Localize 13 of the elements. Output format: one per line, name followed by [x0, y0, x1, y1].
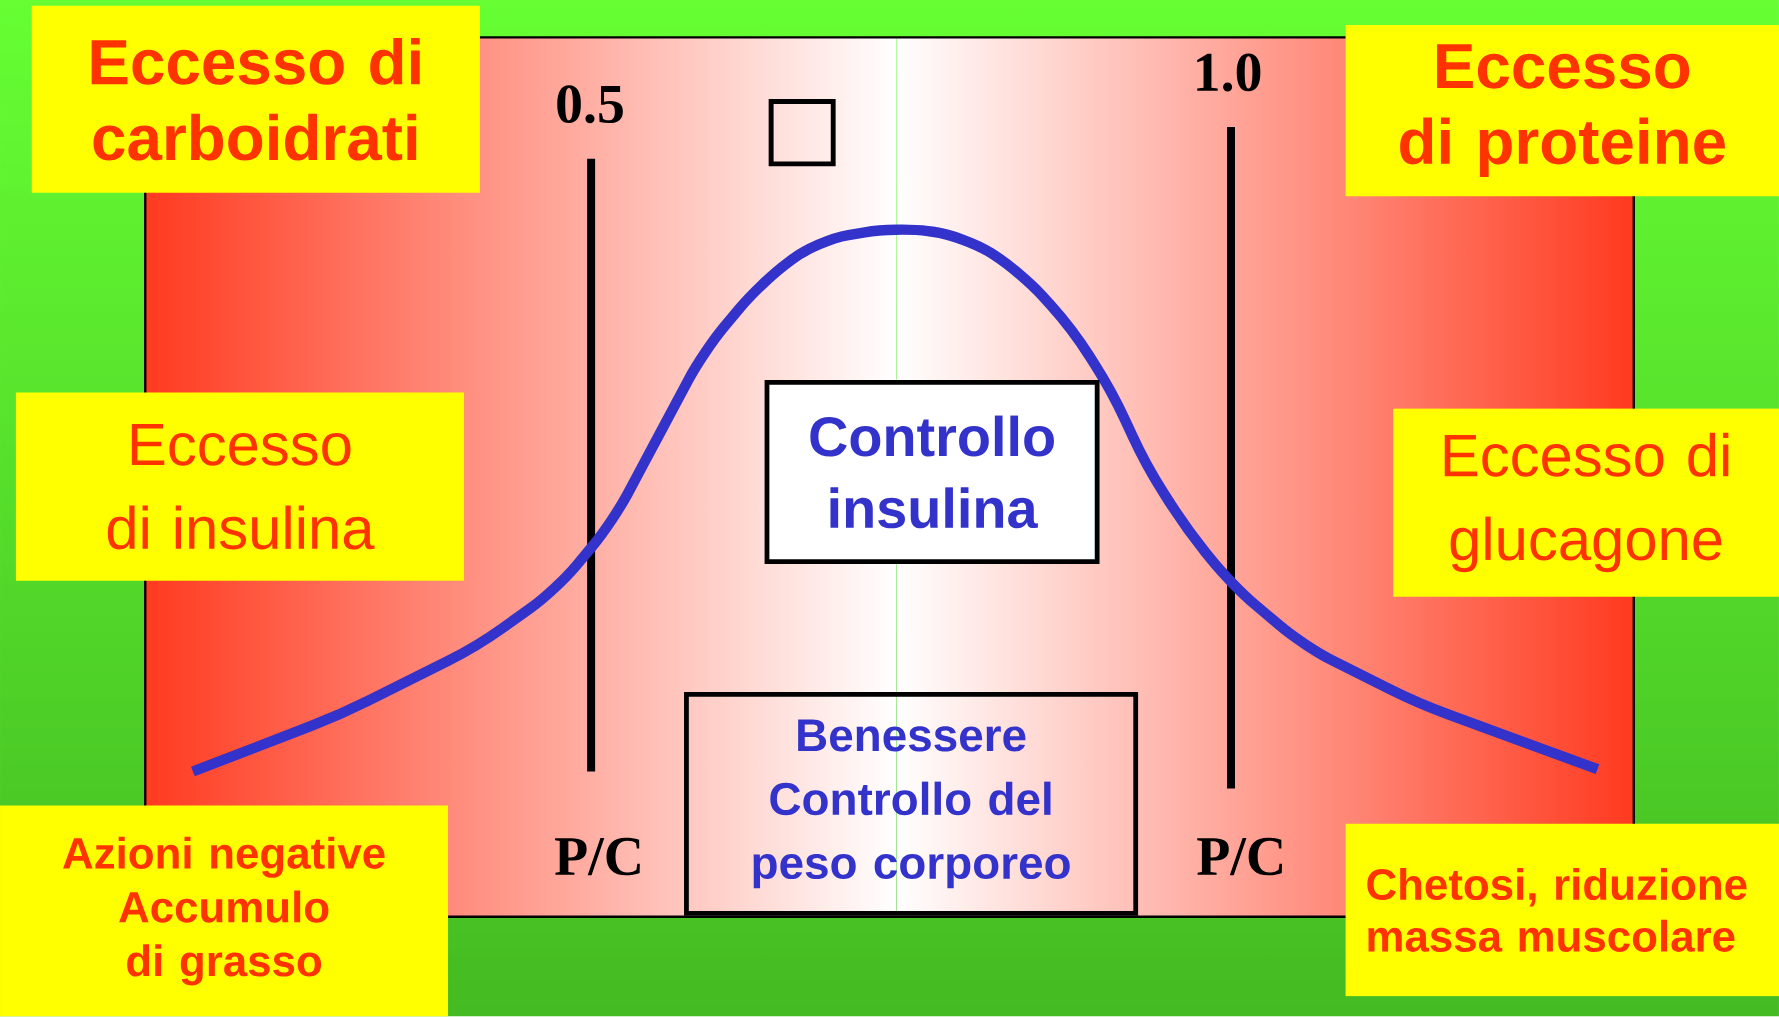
text-box: Benessere Controllo del peso corporeo: [684, 692, 1139, 916]
warning-box: Eccesso di proteine: [1345, 25, 1779, 197]
warning-box: Eccesso di carboidrati: [31, 5, 480, 194]
text-box: Controllo insulina: [764, 380, 1100, 565]
warning-box: Eccesso di glucagone: [1393, 408, 1779, 597]
axis-label: 0.5: [557, 85, 623, 124]
axis-label: P/C: [555, 838, 640, 876]
symbol: □: [768, 99, 836, 167]
note-box: Chetosi, riduzione massa muscolare: [1345, 823, 1779, 997]
axis-label: P/C: [1197, 838, 1282, 876]
note-box: Azioni negative Accumulo di grasso: [0, 805, 449, 1017]
warning-box: Eccesso di insulina: [15, 392, 465, 582]
axis-label: 1.0: [1197, 53, 1261, 92]
